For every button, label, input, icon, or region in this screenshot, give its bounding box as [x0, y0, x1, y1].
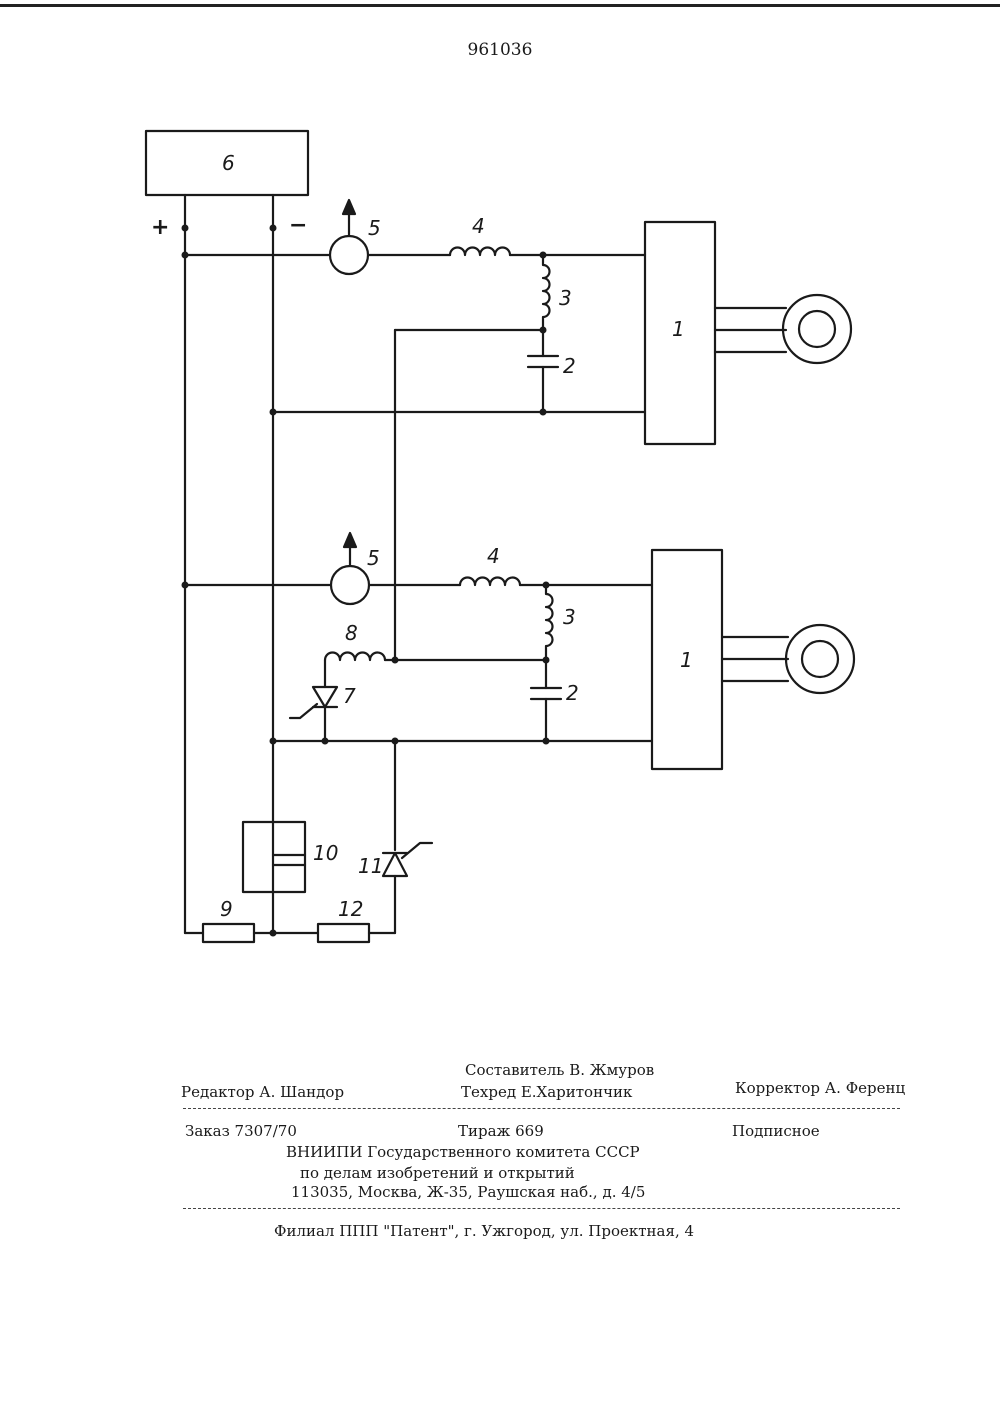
- lower-channel: 5 4 3 2 8 7 1: [182, 533, 855, 769]
- motor-inner-icon: [802, 641, 838, 677]
- reactor-label: 8: [345, 621, 358, 645]
- resistor-left-icon: [203, 924, 254, 942]
- motor-inner-icon: [799, 311, 835, 347]
- corrector-line: Корректор А. Ференц: [735, 1079, 905, 1097]
- circuit-diagram: 6 + − 5 4 3 2 1: [0, 0, 1000, 1020]
- meter-icon: [331, 566, 369, 604]
- branch-line: Филиал ППП "Патент", г. Ужгород, ул. Про…: [274, 1222, 694, 1240]
- load-label: 1: [672, 317, 685, 341]
- coil-icon: [543, 255, 550, 356]
- plus-sign: +: [151, 215, 169, 240]
- separator-rule: [183, 1208, 900, 1209]
- load-label: 1: [680, 648, 693, 672]
- coil-label: 3: [563, 605, 576, 629]
- choke-coil-icon: [460, 578, 520, 585]
- resistor-right-icon: [318, 924, 369, 942]
- meter-label: 5: [368, 216, 381, 240]
- coil-icon: [546, 585, 553, 688]
- source-label: 6: [222, 151, 235, 175]
- protection-circuit: 10 11 9 12: [185, 741, 432, 942]
- org-line-3: 113035, Москва, Ж-35, Раушская наб., д. …: [291, 1183, 645, 1201]
- meter-icon: [330, 236, 368, 274]
- capacitor-label: 2: [563, 354, 576, 378]
- minus-sign: −: [289, 213, 307, 238]
- resistor-left-label: 9: [220, 897, 233, 921]
- compiler-line: Составитель В. Жмуров: [465, 1061, 654, 1079]
- motor-outer-icon: [783, 295, 851, 363]
- techred-line: Техред Е.Харитончик: [461, 1083, 632, 1101]
- org-line-1: ВНИИПИ Государственного комитета СССР: [286, 1143, 640, 1161]
- choke-coil-icon: [450, 248, 510, 256]
- subscription-line: Подписное: [732, 1122, 820, 1140]
- circulation-line: Тираж 669: [458, 1122, 544, 1140]
- choke-label: 4: [472, 214, 485, 238]
- motor-outer-icon: [786, 625, 854, 693]
- thyristor-lower-label: 11: [358, 854, 383, 878]
- org-line-2: по делам изобретений и открытий: [300, 1164, 575, 1182]
- upper-channel: 5 4 3 2 1: [182, 200, 852, 444]
- capacitor-label: 2: [566, 681, 579, 705]
- thyristor-label: 7: [343, 684, 356, 708]
- meter-label: 5: [367, 546, 380, 570]
- choke-label: 4: [487, 544, 500, 568]
- coil-label: 3: [559, 286, 572, 310]
- separator-rule: [183, 1108, 900, 1109]
- editor-line: Редактор А. Шандор: [181, 1083, 344, 1101]
- reactor-coil-icon: [325, 653, 385, 660]
- resistor-right-label: 12: [338, 897, 363, 921]
- relay-label: 10: [313, 841, 338, 865]
- order-line: Заказ 7307/70: [185, 1122, 297, 1140]
